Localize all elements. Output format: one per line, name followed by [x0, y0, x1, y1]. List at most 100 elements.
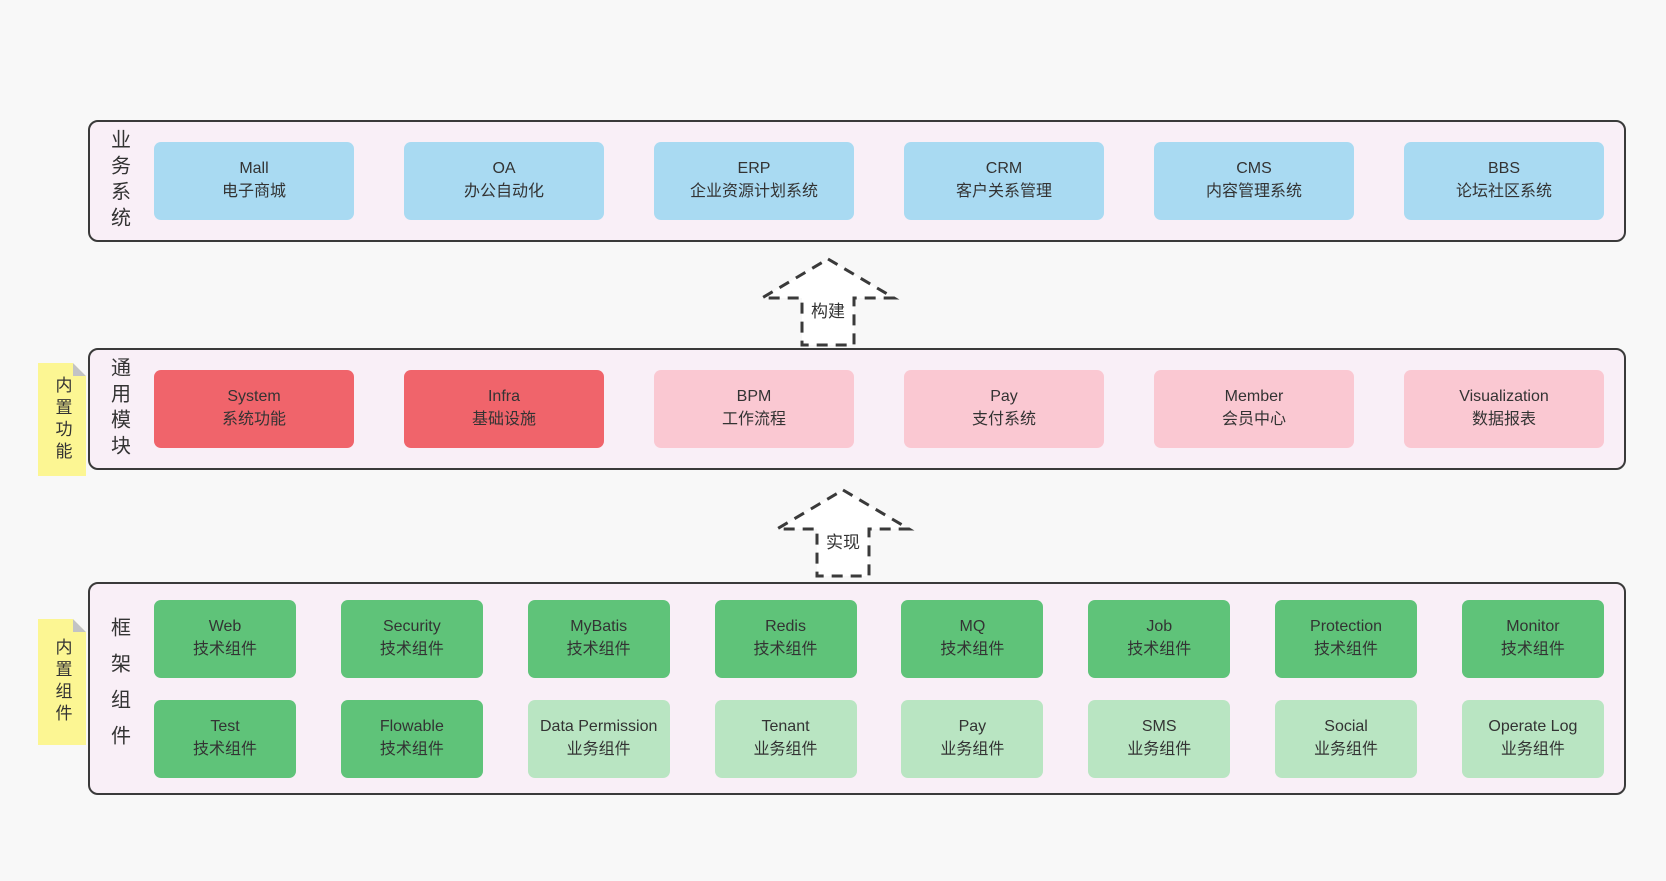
box-mq: MQ 技术组件	[901, 599, 1044, 678]
box-row: Mall 电子商城 OA 办公自动化 ERP 企业资源计划系统 CRM 客户关系管理 CMS 内容…	[154, 142, 1604, 220]
box-subtitle: 技术组件	[753, 640, 818, 658]
box-subtitle: 技术组件	[566, 640, 631, 658]
box-title: Social	[1324, 717, 1368, 735]
box-title: MQ	[959, 617, 986, 635]
sticky-note-text: 内置组件	[52, 638, 72, 726]
box-title: BBS	[1487, 160, 1520, 178]
box-title: Flowable	[379, 717, 444, 735]
box-subtitle: 技术组件	[1127, 640, 1192, 658]
box-subtitle: 业务组件	[1127, 740, 1192, 758]
box-sms: SMS 业务组件	[1088, 699, 1231, 778]
box-subtitle: 内容管理系统	[1205, 183, 1302, 200]
box-redis: Redis 技术组件	[714, 599, 857, 678]
box-flowable: Flowable 技术组件	[340, 699, 483, 778]
box-pay: Pay 业务组件	[901, 699, 1044, 778]
box-bbs: BBS 论坛社区系统	[1404, 142, 1604, 220]
box-bpm: BPM 工作流程	[654, 370, 854, 448]
box-test: Test 技术组件	[154, 699, 296, 778]
box-mall: Mall 电子商城	[154, 142, 354, 220]
box-title: Test	[210, 717, 240, 735]
box-subtitle: 企业资源计划系统	[689, 183, 818, 200]
box-subtitle: 技术组件	[1314, 640, 1379, 658]
box-crm: CRM 客户关系管理	[904, 142, 1104, 220]
box-member: Member 会员中心	[1154, 370, 1354, 448]
sticky-note-built-in-features: 内置功能	[38, 363, 86, 476]
layer-side-label: 框架组件	[107, 616, 130, 761]
arrow-label: 实现	[824, 527, 862, 554]
box-subtitle: 业务组件	[940, 740, 1005, 758]
arrow-build: 构建	[756, 256, 900, 348]
box-subtitle: 业务组件	[1314, 740, 1379, 758]
box-tenant: Tenant 业务组件	[714, 699, 857, 778]
box-title: Protection	[1310, 617, 1383, 635]
layer-side-label: 通用模块	[107, 357, 130, 461]
folded-corner-icon	[73, 619, 86, 632]
box-subtitle: 工作流程	[721, 411, 786, 428]
box-title: Member	[1224, 388, 1284, 406]
arrow-label: 构建	[809, 296, 847, 323]
layer-box-rows: Mall 电子商城 OA 办公自动化 ERP 企业资源计划系统 CRM 客户关系管理 CMS 内容…	[148, 122, 1624, 240]
box-title: Job	[1146, 617, 1173, 635]
box-subtitle: 业务组件	[1500, 740, 1565, 758]
box-title: OA	[492, 160, 516, 178]
box-title: Pay	[990, 388, 1018, 406]
box-title: Monitor	[1506, 617, 1560, 635]
folded-corner-icon	[73, 363, 86, 376]
box-title: Redis	[765, 617, 806, 635]
box-title: CRM	[985, 160, 1023, 178]
box-subtitle: 技术组件	[192, 640, 257, 658]
box-title: SMS	[1141, 717, 1177, 735]
box-subtitle: 业务组件	[566, 740, 631, 758]
box-pay: Pay 支付系统	[904, 370, 1104, 448]
box-title: ERP	[737, 160, 771, 178]
box-subtitle: 技术组件	[940, 640, 1005, 658]
box-subtitle: 办公自动化	[463, 183, 544, 200]
box-subtitle: 电子商城	[221, 183, 286, 200]
box-operate-log: Operate Log 业务组件	[1461, 699, 1604, 778]
box-subtitle: 技术组件	[379, 640, 444, 658]
box-title: Visualization	[1459, 388, 1549, 406]
box-title: Mall	[239, 160, 269, 178]
layer-side-label: 业务系统	[107, 129, 130, 233]
box-subtitle: 技术组件	[1500, 640, 1565, 658]
box-title: MyBatis	[570, 617, 628, 635]
box-title: Pay	[958, 717, 987, 735]
box-subtitle: 数据报表	[1471, 411, 1536, 428]
box-data-permission: Data Permission 业务组件	[527, 699, 670, 778]
sticky-note-text: 内置功能	[52, 375, 72, 464]
box-subtitle: 客户关系管理	[955, 183, 1052, 200]
box-visualization: Visualization 数据报表	[1404, 370, 1604, 448]
box-social: Social 业务组件	[1275, 699, 1418, 778]
box-subtitle: 会员中心	[1221, 411, 1286, 428]
box-cms: CMS 内容管理系统	[1154, 142, 1354, 220]
arrow-implement: 实现	[771, 487, 915, 579]
box-subtitle: 论坛社区系统	[1455, 183, 1552, 200]
box-job: Job 技术组件	[1088, 599, 1231, 678]
box-title: Security	[382, 617, 441, 635]
box-subtitle: 基础设施	[471, 411, 536, 428]
box-title: BPM	[736, 388, 772, 406]
box-title: Tenant	[761, 717, 810, 735]
box-oa: OA 办公自动化	[404, 142, 604, 220]
box-title: Data Permission	[540, 717, 658, 735]
box-subtitle: 技术组件	[192, 740, 257, 758]
box-subtitle: 支付系统	[971, 411, 1036, 428]
sticky-note-built-in-components: 内置组件	[38, 619, 86, 745]
box-erp: ERP 企业资源计划系统	[654, 142, 854, 220]
box-title: CMS	[1236, 160, 1272, 178]
box-monitor: Monitor 技术组件	[1461, 599, 1604, 678]
box-subtitle: 业务组件	[753, 740, 818, 758]
box-subtitle: 系统功能	[221, 411, 286, 428]
layer-business-systems: 业务系统 Mall 电子商城 OA 办公自动化 ERP 企业资源计划系统 CRM 客户关系管理…	[88, 120, 1626, 242]
box-title: Operate Log	[1488, 717, 1578, 735]
box-security: Security 技术组件	[340, 599, 483, 678]
box-subtitle: 技术组件	[379, 740, 444, 758]
